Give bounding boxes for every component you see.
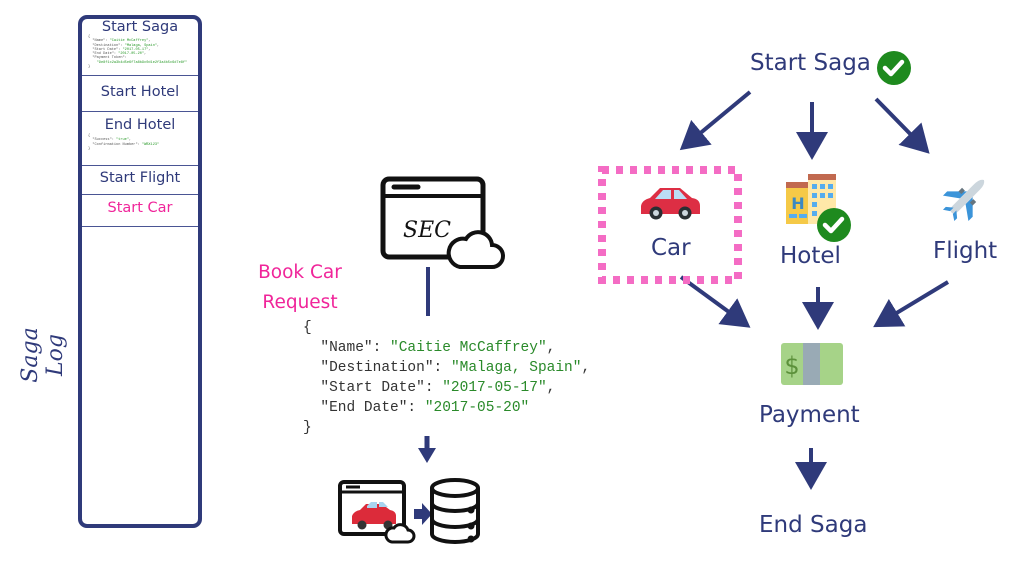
book-car-label-line2: Request [262, 292, 338, 313]
database-icon [430, 478, 480, 544]
log-entry-title: End Hotel [104, 117, 176, 133]
flow-end-saga: End Saga [759, 512, 868, 538]
car-service-to-database [338, 436, 480, 544]
flow-car: Car [651, 235, 691, 261]
airplane-icon [942, 179, 985, 222]
sec-service-icon: SEC [380, 176, 505, 316]
sec-label: SEC [403, 218, 451, 243]
log-entry-start-flight[interactable]: Start Flight [82, 166, 198, 195]
down-arrow-icon [418, 436, 436, 463]
log-entry-start-saga[interactable]: Start Saga { "Name": "Caitie McCaffrey",… [82, 19, 198, 76]
log-entry-title: Start Flight [99, 170, 181, 186]
log-entry-json: { "Name": "Caitie McCaffrey", "Destinati… [88, 35, 188, 70]
log-entry-json: { "Success": "true", "Confirmation Numbe… [88, 134, 160, 151]
book-car-request-label: Book Car Request [250, 258, 350, 318]
flow-start-saga: Start Saga [750, 50, 871, 76]
flow-payment: Payment [759, 402, 860, 428]
flow-hotel: Hotel [780, 243, 841, 269]
hotel-check-icon [817, 208, 851, 242]
flow-flight: Flight [933, 238, 998, 264]
svg-text:$: $ [784, 352, 799, 380]
arrow-flight-to-payment [873, 280, 950, 328]
svg-text:H: H [791, 194, 804, 213]
log-entry-start-hotel[interactable]: Start Hotel [82, 76, 198, 112]
saga-log-panel: Start Saga { "Name": "Caitie McCaffrey",… [78, 15, 202, 528]
car-service-icon [338, 480, 416, 544]
log-entry-title: Start Saga [101, 19, 179, 35]
book-car-label-line1: Book Car [258, 262, 342, 283]
log-entry-end-hotel[interactable]: End Hotel { "Success": "true", "Confirma… [82, 112, 198, 166]
log-entry-start-car[interactable]: Start Car [82, 195, 198, 227]
request-json: { "Name": "Caitie McCaffrey", "Destinati… [303, 320, 591, 436]
arrow-start-to-car [679, 90, 752, 151]
car-icon [641, 188, 700, 220]
start-saga-check-icon [877, 51, 911, 85]
car-pending-highlight [598, 166, 742, 284]
log-entry-title: Start Hotel [100, 84, 180, 100]
arrow-start-to-flight [874, 97, 930, 154]
right-arrow-icon [414, 503, 432, 525]
money-icon: $ [781, 343, 843, 385]
arrow-car-to-payment [679, 275, 751, 328]
log-entry-title: Start Car [107, 200, 173, 216]
